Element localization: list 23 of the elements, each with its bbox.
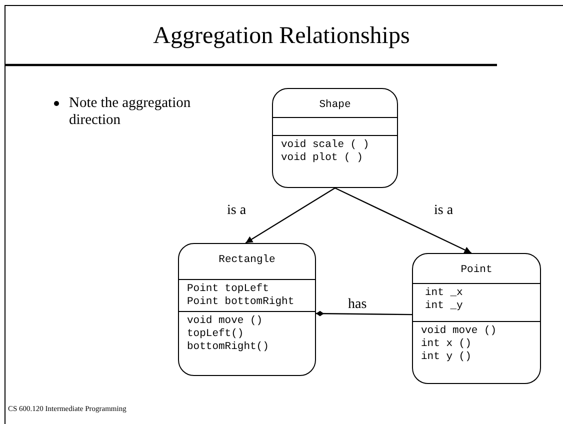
method-text: int y () xyxy=(421,351,472,364)
method-text: bottomRight() xyxy=(187,341,269,354)
arrow xyxy=(245,187,336,244)
method-text: void plot ( ) xyxy=(281,152,363,165)
class-box xyxy=(272,88,398,188)
aggregation-line xyxy=(316,310,412,316)
class-box xyxy=(178,243,316,376)
attribute-text: int _y xyxy=(425,300,463,313)
attribute-text: Point topLeft xyxy=(187,283,269,296)
class-name: Point xyxy=(460,264,492,277)
class-name: Rectangle xyxy=(218,254,276,267)
slide-title: Aggregation Relationships xyxy=(152,22,411,50)
attribute-text: int _x xyxy=(425,287,463,300)
bullet-text: Note the aggregation direction xyxy=(69,95,192,129)
class-name: Shape xyxy=(319,99,351,112)
method-text: void move () xyxy=(187,315,263,328)
method-text: void scale ( ) xyxy=(281,139,370,152)
method-text: int x () xyxy=(421,338,472,351)
method-text: void move () xyxy=(421,325,497,338)
method-text: topLeft() xyxy=(187,328,244,341)
class-box xyxy=(412,253,541,384)
arrow xyxy=(334,187,472,254)
attribute-text: Point bottomRight xyxy=(187,296,294,309)
